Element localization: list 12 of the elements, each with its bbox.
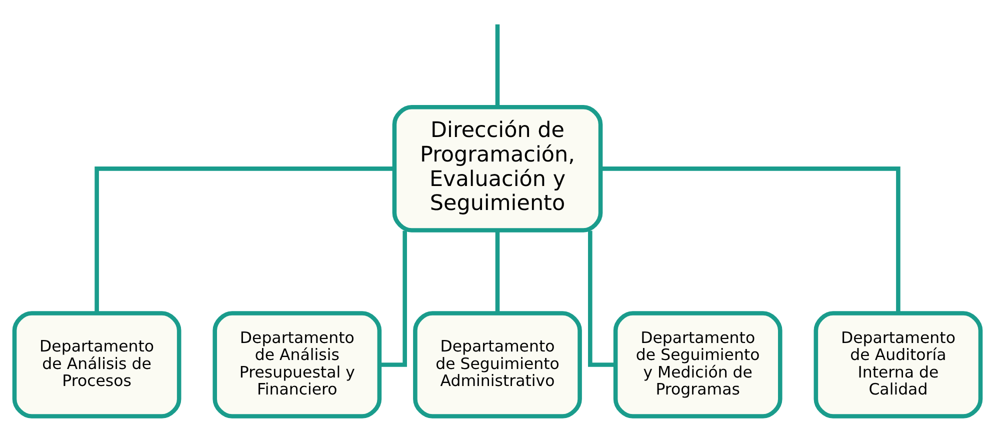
node-box: Departamento de Análisis de Procesos: [12, 310, 182, 418]
node-box: Departamento de Auditoría Interna de Calidad: [814, 310, 983, 418]
connector: [94, 166, 394, 312]
node-box: Dirección de Programación, Evaluación y Seguimiento: [392, 104, 603, 232]
connector: [380, 230, 407, 366]
node-box: Departamento de Análisis Presupuestal y Financiero: [212, 310, 382, 418]
connector: [495, 24, 500, 106]
node-box: Departamento de Seguimiento y Medición de Programas: [613, 310, 782, 418]
connector: [588, 230, 616, 366]
connector: [495, 230, 500, 312]
connector: [600, 166, 900, 312]
node-box: Departamento de Seguimiento Administrativo: [413, 310, 582, 418]
